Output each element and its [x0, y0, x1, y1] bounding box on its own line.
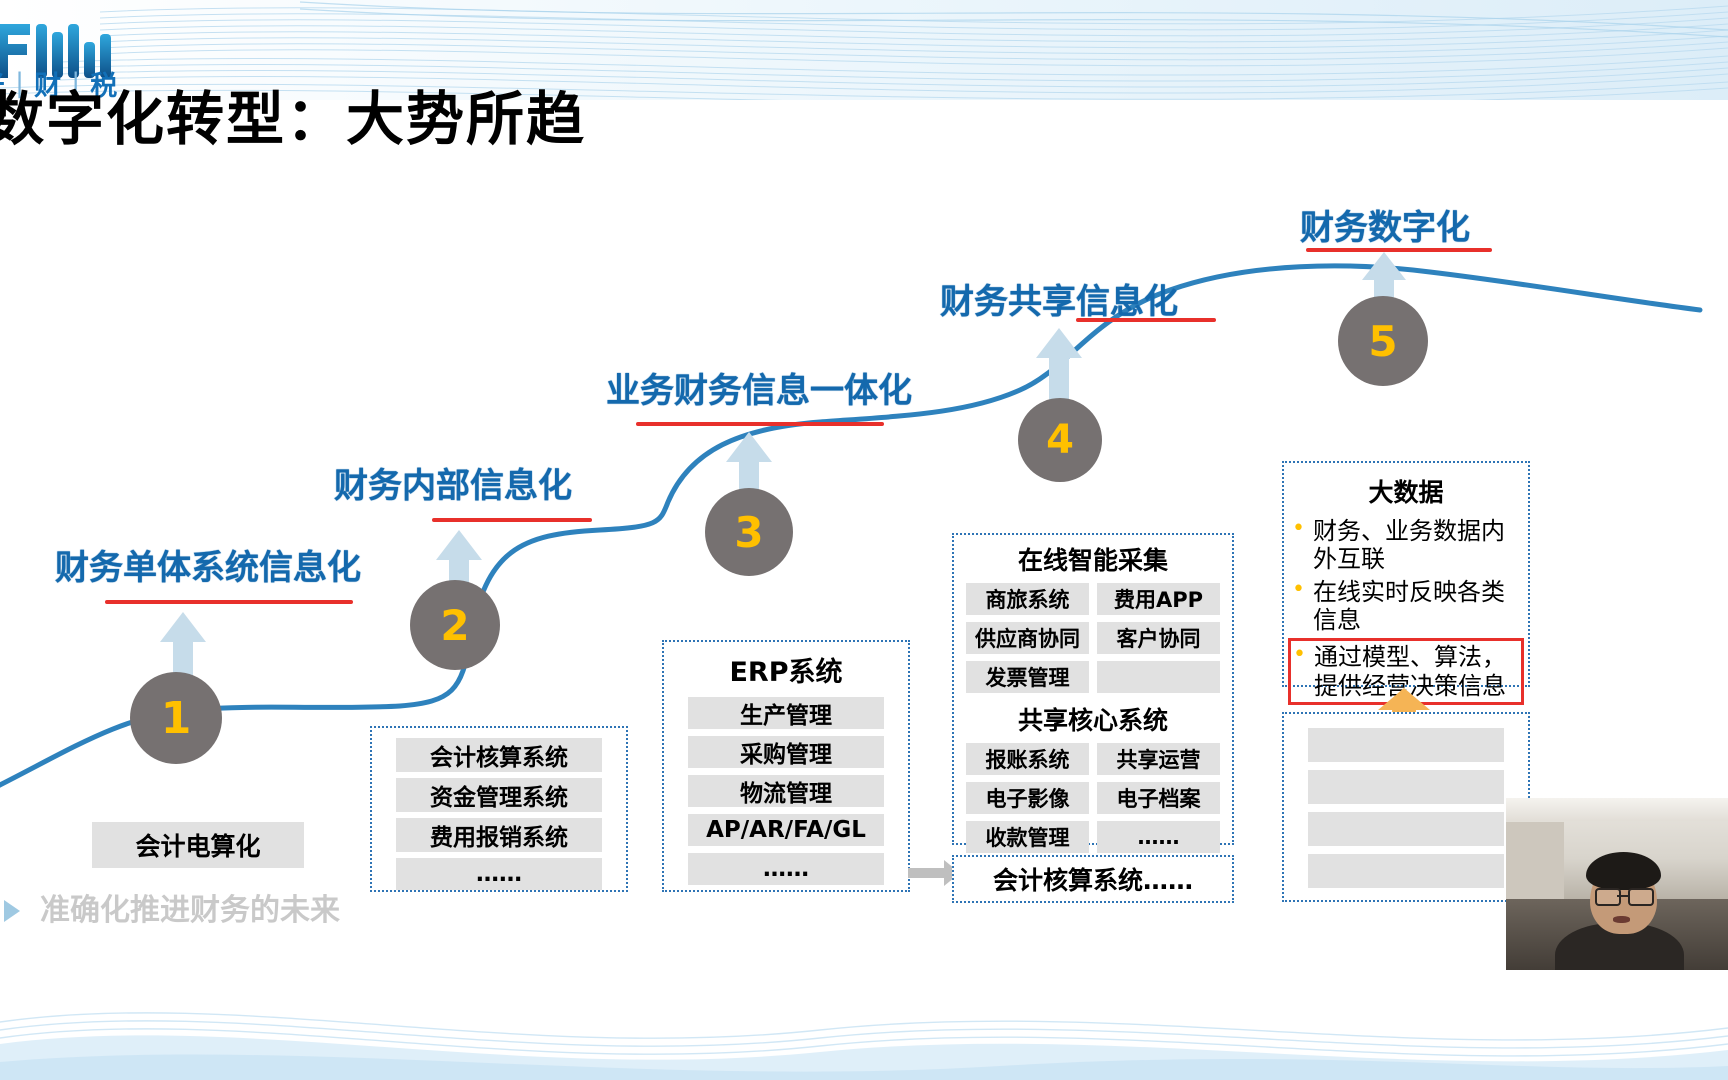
stage-5-lower-box: [1282, 712, 1530, 902]
stage-4-box: 在线智能采集 商旅系统 费用APP 供应商协同 客户协同 发票管理 共享核心系统…: [952, 533, 1234, 853]
stage-4-circle[interactable]: 4: [1018, 398, 1102, 482]
bullet-dot-icon: •: [1293, 642, 1306, 668]
stage-5-circle[interactable]: 5: [1338, 296, 1428, 386]
stage-4-g2-r1-c0: 电子影像: [966, 782, 1089, 814]
stage-4-g1-r1-c0: 供应商协同: [966, 622, 1089, 654]
stage-2-circle[interactable]: 2: [410, 580, 500, 670]
stage-4-up-arrow: [1036, 328, 1082, 404]
stage-3-box: ERP系统 生产管理 采购管理 物流管理 AP/AR/FA/GL ……: [662, 640, 910, 892]
stage-3-up-arrow: [726, 432, 772, 512]
stage-4-g1-r1-c1: 客户协同: [1097, 622, 1220, 654]
bigdata-bullet-2-text: 通过模型、算法，提供经营决策信息: [1313, 643, 1506, 700]
logo-word-1: 米: [0, 64, 5, 103]
stage-1-heading: 财务单体系统信息化: [55, 548, 361, 588]
stage-4-g2-r1-c1: 电子档案: [1097, 782, 1220, 814]
stage-3-item-2: 物流管理: [688, 775, 884, 807]
top-decorative-banner: [0, 0, 1728, 100]
video-background-ceiling: [1506, 798, 1728, 821]
stage-4-footer-item: 会计核算系统……: [992, 866, 1193, 895]
stage-3-item-1: 采购管理: [688, 736, 884, 768]
bigdata-bullet-0: • 财务、业务数据内外互联: [1292, 516, 1522, 574]
logo-word-3: 税: [90, 71, 118, 102]
bigdata-title: 大数据: [1368, 478, 1444, 507]
stage-4-g1-r2-c1: [1097, 661, 1220, 693]
stage-3-item-3: AP/AR/FA/GL: [688, 814, 884, 846]
stage-5-heading: 财务数字化: [1300, 208, 1470, 248]
presenter-glasses-right: [1628, 888, 1655, 907]
stage-1-circle[interactable]: 1: [130, 672, 222, 764]
stage-2-item-2: 费用报销系统: [396, 818, 602, 852]
bullet-dot-icon: •: [1292, 576, 1305, 602]
stage-5-up-arrow: [1362, 252, 1406, 322]
bullet-dot-icon: •: [1292, 516, 1305, 541]
stage-4-g1-r0-c0: 商旅系统: [966, 583, 1089, 615]
stage-4-group2-title: 共享核心系统: [1017, 706, 1168, 735]
footer-decorative-bar: [0, 970, 1728, 1080]
stage-4-g1-r0-c1: 费用APP: [1097, 583, 1220, 615]
stage-5-item-1: [1308, 770, 1504, 804]
stage-3-item-4: ……: [688, 853, 884, 885]
stage-1-underline: [105, 600, 353, 604]
flow-arrow-3-to-4: [908, 860, 960, 890]
stage-5-item-3: [1308, 854, 1504, 888]
stage-4-g2-r2-c0: 收款管理: [966, 821, 1089, 853]
stage-3-box-title: ERP系统: [729, 657, 843, 688]
presenter-video-overlay[interactable]: [1506, 798, 1728, 972]
bigdata-bullet-1: • 在线实时反映各类信息: [1292, 576, 1522, 635]
play-triangle-icon[interactable]: [4, 900, 20, 922]
presenter-glasses-bridge: [1617, 894, 1629, 897]
presenter-hair: [1585, 851, 1662, 891]
stage-4-g1-r2-c0: 发票管理: [966, 661, 1089, 693]
bigdata-bullet-2-highlighted: • 通过模型、算法，提供经营决策信息: [1288, 638, 1524, 705]
stage-2-item-0: 会计核算系统: [396, 738, 602, 772]
bigdata-bullet-1-text: 在线实时反映各类信息: [1312, 577, 1505, 634]
stage-5-orange-arrow: [1378, 688, 1430, 734]
stage-2-heading: 财务内部信息化: [334, 466, 572, 506]
stage-5-underline: [1306, 248, 1492, 252]
stage-3-circle[interactable]: 3: [705, 488, 793, 576]
presenter-glasses-left: [1594, 888, 1621, 907]
stage-2-box: 会计核算系统 资金管理系统 费用报销系统 ……: [370, 726, 628, 892]
stage-3-item-0: 生产管理: [688, 697, 884, 729]
stage-5-bigdata-box: 大数据 • 财务、业务数据内外互联 • 在线实时反映各类信息 • 通过模型、算法…: [1282, 461, 1530, 705]
stage-4-underline: [1076, 318, 1216, 322]
stage-5-item-2: [1308, 812, 1504, 846]
stage-3-underline: [636, 422, 884, 426]
logo-divider-1: |: [15, 68, 25, 99]
stage-1-up-arrow: [160, 612, 206, 698]
video-background-door: [1506, 822, 1564, 906]
stage-2-up-arrow: [436, 530, 482, 612]
presenter-mouth: [1612, 916, 1631, 924]
stage-4-group1-title: 在线智能采集: [1017, 546, 1168, 575]
stage-1-item-0: 会计电算化: [92, 822, 304, 868]
stage-4-heading: 财务共享信息化: [940, 282, 1178, 322]
stage-4-g2-r2-c1: ……: [1097, 821, 1220, 853]
stage-5-item-0: [1308, 728, 1504, 762]
stage-3-heading: 业务财务信息一体化: [606, 371, 912, 411]
stage-2-underline: [432, 518, 592, 522]
stage-4-g2-r0-c0: 报账系统: [966, 743, 1089, 775]
stage-2-item-1: 资金管理系统: [396, 778, 602, 812]
stage-2-item-3: ……: [396, 858, 602, 890]
page-title: 数字化转型：大势所趋: [0, 85, 587, 153]
brand-logo: 米 | 财 | 税: [0, 8, 175, 103]
footer-faded-text: 准确化推进财务的未来: [40, 893, 340, 928]
logo-divider-2: |: [71, 68, 81, 99]
logo-word-2: 财: [34, 71, 62, 102]
bigdata-bullet-0-text: 财务、业务数据内外互联: [1312, 517, 1505, 574]
maturity-curve: [0, 150, 1728, 950]
stage-4-footer-box: 会计核算系统……: [952, 855, 1234, 903]
stage-4-g2-r0-c1: 共享运营: [1097, 743, 1220, 775]
